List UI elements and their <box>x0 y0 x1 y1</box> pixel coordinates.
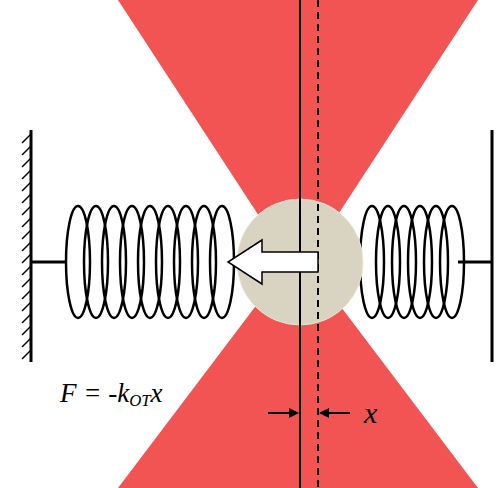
force-formula: F = -kOTx <box>60 380 163 410</box>
left-spring <box>66 206 234 318</box>
spring-rod <box>31 261 66 264</box>
left-wall <box>30 130 33 362</box>
label-text: x <box>364 396 377 429</box>
dimension-arrowhead <box>319 408 329 418</box>
coil-turn <box>440 206 464 318</box>
force-arrow <box>228 240 318 284</box>
displacement-label: x <box>364 398 377 428</box>
label-text: x <box>151 378 163 408</box>
trap-center-line <box>299 0 301 488</box>
subscript: OT <box>129 391 150 410</box>
dimension-arrowhead <box>289 408 299 418</box>
right-spring <box>360 206 464 318</box>
bead-center-line <box>317 0 319 488</box>
right-wall <box>491 130 494 362</box>
label-text: F = -k <box>60 378 129 408</box>
dimension-arrow <box>268 412 292 414</box>
dimension-arrow <box>326 412 350 414</box>
laser-beam <box>118 0 478 488</box>
